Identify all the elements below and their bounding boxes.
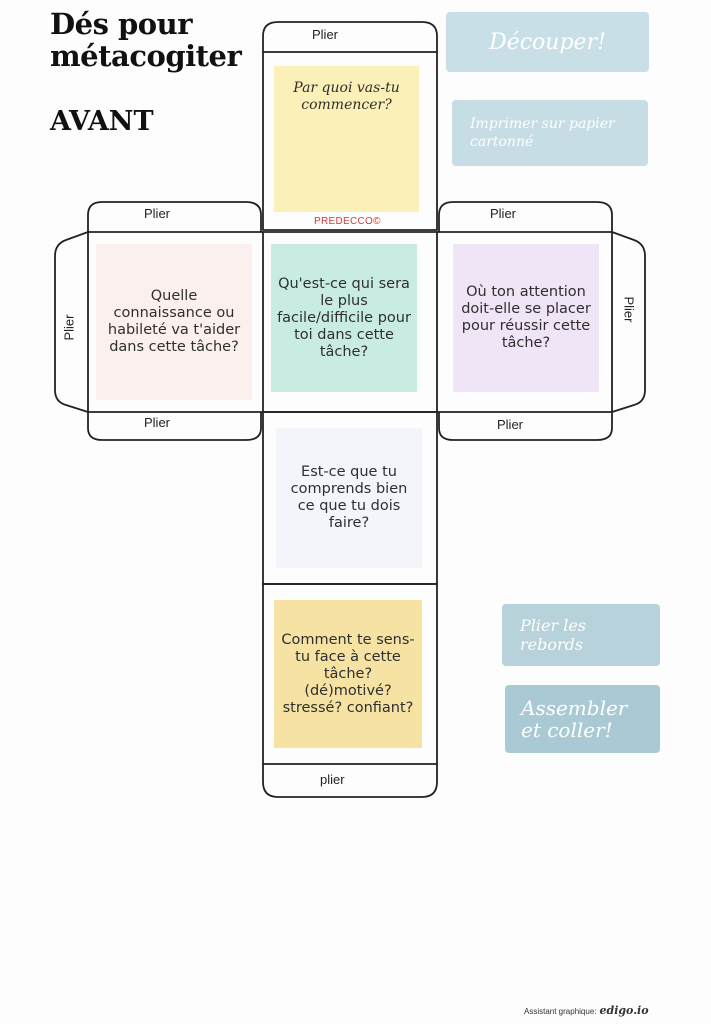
footer-credit: Assistant graphique:edigo.io [524,1004,649,1017]
fold-label-right-top: Plier [490,206,517,221]
fold-label-right-side: Plier [621,296,637,323]
predecco-stamp: PREDECCO© [314,216,381,227]
face-bottom: Comment te sens-tu face à cette tâche? (… [274,600,422,748]
title-line-1: Dés pour [50,7,193,41]
top-face-border [262,51,438,231]
instruction-assemble: Assembler et coller! [505,685,660,753]
face-left: Quelle connaissance ou habileté va t'aid… [96,244,252,400]
left-top-flap [87,201,262,232]
fold-label-left-bottom: Plier [144,415,171,430]
title-line-2: métacogiter [50,39,242,73]
left-side-flap [54,231,89,413]
bottom-flap [262,764,438,798]
face-right: Où ton attention doit-elle se placer pou… [453,244,599,392]
face-middle-lower: Est-ce que tu comprends bien ce que tu d… [276,428,422,568]
subtitle-avant: AVANT [50,106,154,137]
fold-label-top: Plier [312,27,339,42]
fold-label-right-bottom: Plier [497,417,524,432]
top-flap [262,21,438,52]
right-side-flap [611,231,646,413]
bottom-face-border [262,583,438,765]
right-top-flap [438,201,613,232]
footer-brand: edigo.io [599,1004,649,1017]
instruction-cut: Découper! [446,12,649,72]
instruction-fold: Plier les rebords [502,604,660,666]
footer-label: Assistant graphique: [524,1007,597,1016]
left-bottom-flap [87,412,262,441]
right-bottom-flap [438,412,613,441]
fold-label-bottom: plier [320,772,345,787]
face-center: Qu'est-ce qui sera le plus facile/diffic… [271,244,417,392]
fold-label-left-side: Plier [61,314,77,341]
face-top: Par quoi vas-tu commencer? [274,66,419,212]
instruction-print: Imprimer sur papier cartonné [452,100,648,166]
fold-label-left-top: Plier [144,206,171,221]
